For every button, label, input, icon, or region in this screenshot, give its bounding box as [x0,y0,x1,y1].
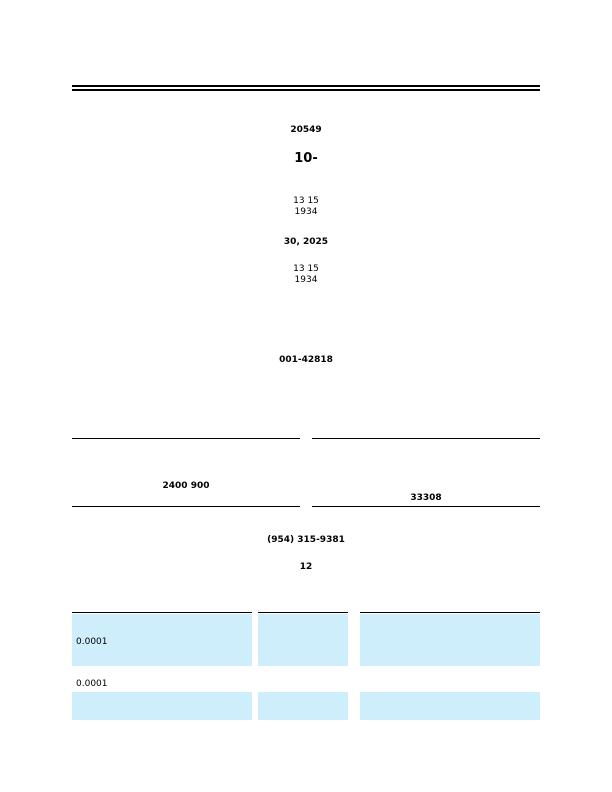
header-rule-3 [360,612,540,613]
row-2-title-line-2: 0.0001 [76,679,108,689]
row-3-bg-title [72,692,252,720]
city-line: 20549 [72,125,540,136]
report-line-1-section: 13 [293,196,305,206]
report-line-1: 13 15 [72,196,540,207]
registered-section: 12 [299,562,313,572]
registered-line: 12 [72,562,540,573]
report-line-1-section2: 15 [307,196,319,206]
period-line: 30, 2025 [72,237,540,248]
report-line-2-section2: 15 [307,264,319,274]
form-type-number: 10- [294,151,318,166]
address-number: 2400 [162,481,188,491]
report-line-2-year: 1934 [294,275,318,285]
row-1-bg-exchange [360,614,540,666]
zip-rule [312,506,540,507]
phone-line: (954) 315-9381 [72,535,540,546]
top-rule-2 [72,89,540,91]
row-3-bg-symbol [258,692,348,720]
irs-rule [312,438,540,439]
file-number-value: 001-42818 [279,355,333,365]
row-1-title-line-3: 0.0001 [76,637,108,647]
row-1-bg-title [72,614,252,666]
report-line-2: 13 15 [72,264,540,275]
period-day: 30, [283,237,300,247]
form-title: 10- [72,151,540,166]
city-zip: 20549 [290,125,322,135]
address-rule [72,506,300,507]
period-year: 2025 [303,237,329,247]
report-line-1-year: 1934 [294,207,318,217]
top-rule-1 [72,85,540,87]
header-rule-1 [72,612,252,613]
transition-line [72,329,540,340]
row-3-bg-exchange [360,692,540,720]
phone-value: (954) 315-9381 [267,535,345,545]
file-number-line: 001-42818 [72,355,540,366]
state-rule [72,438,300,439]
zip-value: 33308 [410,493,442,503]
header-rule-2 [258,612,348,613]
report-line-2-section: 13 [293,264,305,274]
row-1-bg-symbol [258,614,348,666]
address-line-1: 2400 900 [72,481,300,492]
address-suite: 900 [190,481,210,491]
